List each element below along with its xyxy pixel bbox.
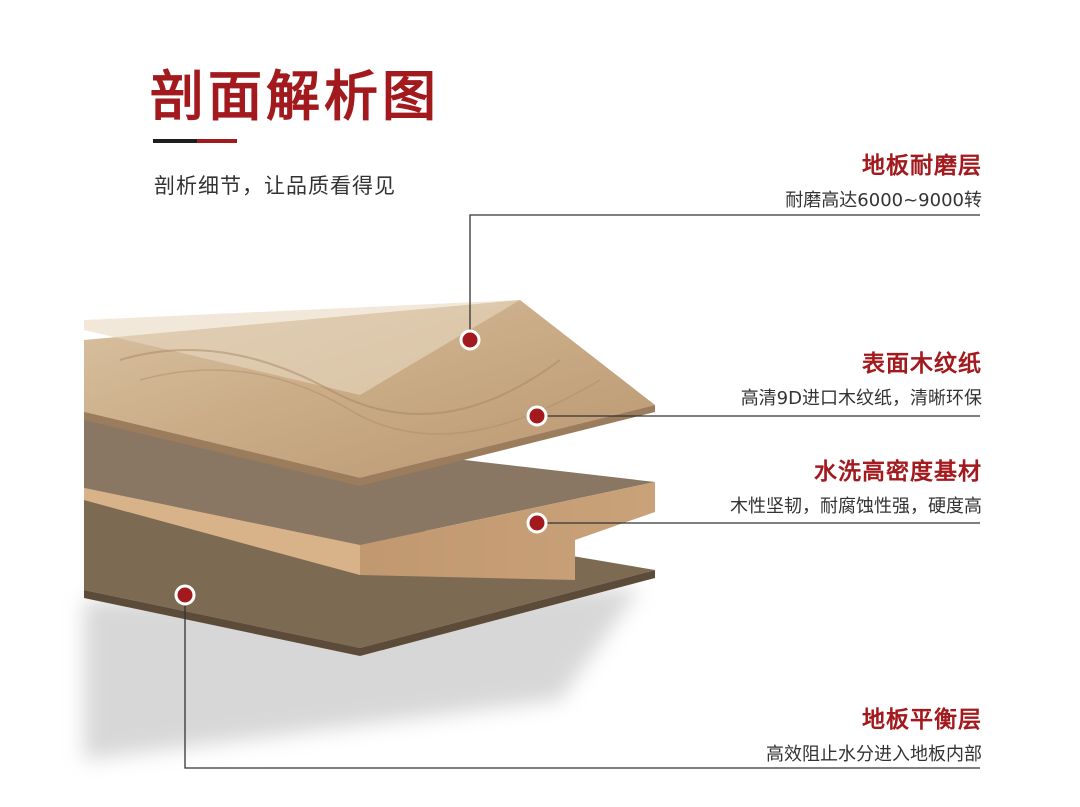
callout-title: 表面木纹纸: [862, 351, 982, 377]
callout-title: 水洗高密度基材: [814, 459, 982, 485]
marker-core-dot: [526, 512, 548, 534]
callout-wear-layer: 地板耐磨层 耐磨高达6000~9000转: [785, 146, 982, 212]
callout-balance-layer: 地板平衡层 高效阻止水分进入地板内部: [766, 700, 982, 766]
callout-desc: 木性坚韧，耐腐蚀性强，硬度高: [730, 496, 982, 517]
page-title: 剖面解析图: [150, 64, 440, 128]
decor-layer-edge: [84, 405, 655, 486]
callout-title: 地板平衡层: [862, 707, 982, 733]
leader-line-balance: [184, 595, 980, 769]
leader-line-wear: [469, 214, 980, 340]
callout-title: 地板耐磨层: [862, 153, 982, 179]
callout-desc: 高效阻止水分进入地板内部: [766, 744, 982, 765]
decor-layer-front: [84, 300, 520, 395]
marker-balance-dot: [174, 584, 196, 606]
core-layer-side: [84, 482, 655, 580]
page-subtitle: 剖析细节，让品质看得见: [154, 174, 396, 198]
callout-desc: 高清9D进口木纹纸，清晰环保: [740, 388, 982, 409]
callout-decor-paper: 表面木纹纸 高清9D进口木纹纸，清晰环保: [741, 344, 982, 410]
floor-shadow: [84, 588, 640, 760]
callout-desc: 耐磨高达6000~9000转: [785, 190, 982, 211]
marker-wear-dot: [459, 329, 481, 351]
callout-core-board: 水洗高密度基材 木性坚韧，耐腐蚀性强，硬度高: [730, 452, 982, 518]
title-underline-red: [197, 139, 237, 143]
title-underline-dark: [153, 139, 197, 143]
core-layer-front: [84, 488, 360, 575]
marker-decor-dot: [526, 405, 548, 427]
